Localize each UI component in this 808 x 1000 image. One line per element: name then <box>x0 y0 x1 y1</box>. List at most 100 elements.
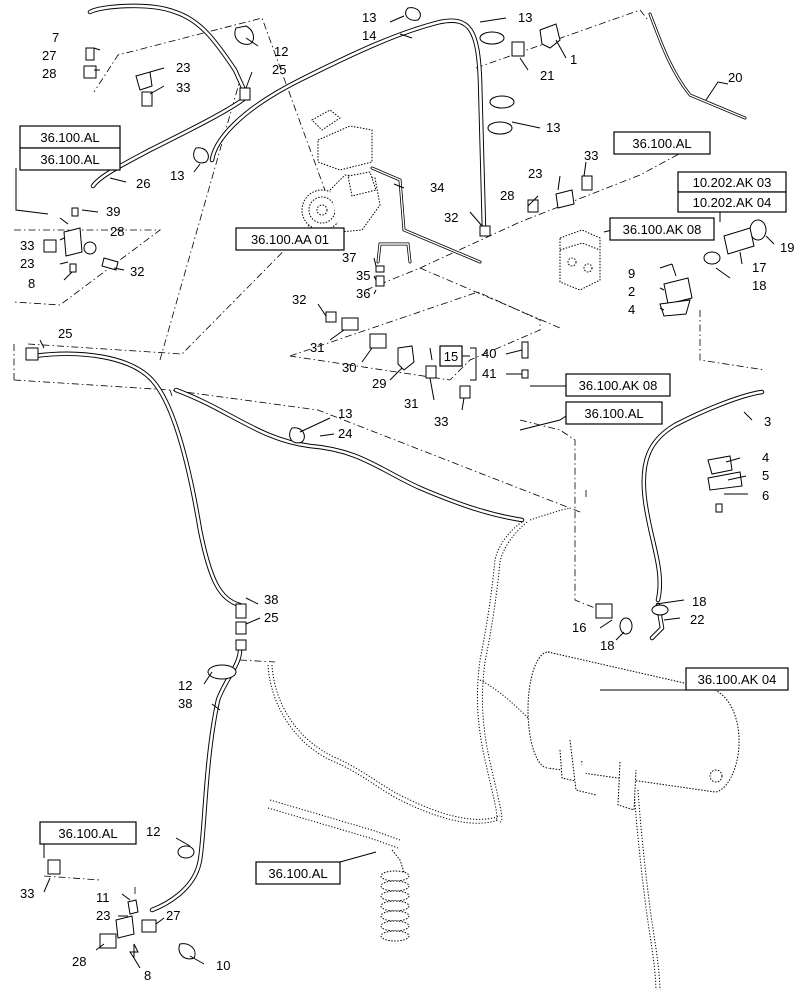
callout: 4 <box>762 450 769 465</box>
callout: 2 <box>628 284 635 299</box>
callout: 41 <box>482 366 496 381</box>
callout: 18 <box>752 278 766 293</box>
callout: 23 <box>528 166 542 181</box>
reference-box-15: 15 <box>439 345 477 381</box>
callout: 13 <box>170 168 184 183</box>
ref-label: 36.100.AK 04 <box>698 672 777 687</box>
callout: 23 <box>20 256 34 271</box>
ref-label: 36.100.AL <box>632 136 691 151</box>
callout: 8 <box>144 968 151 983</box>
callout: 12 <box>274 44 288 59</box>
callout: 20 <box>728 70 742 85</box>
ref-label: 36.100.AK 08 <box>623 222 702 237</box>
reference-box-9: 36.100.AL <box>565 401 663 425</box>
callout: 16 <box>572 620 586 635</box>
callout: 5 <box>762 468 769 483</box>
callout: 13 <box>362 10 376 25</box>
reference-box-11: 36.100.AL <box>255 861 341 885</box>
callout: 8 <box>28 276 35 291</box>
callout: 1 <box>570 52 577 67</box>
hoses <box>31 3 765 913</box>
callout: 18 <box>692 594 706 609</box>
reference-box-12: 36.100.AL <box>39 821 137 845</box>
callout: 37 <box>342 250 356 265</box>
callout: 10 <box>216 958 230 973</box>
leader-lines <box>15 15 775 969</box>
callout: 17 <box>752 260 766 275</box>
callout: 38 <box>264 592 278 607</box>
callout: 25 <box>264 610 278 625</box>
callout: 23 <box>176 60 190 75</box>
callout: 13 <box>338 406 352 421</box>
callout: 22 <box>690 612 704 627</box>
callout: 13 <box>518 10 532 25</box>
callout: 29 <box>372 376 386 391</box>
callout: 11 <box>96 890 110 905</box>
callout: 25 <box>58 326 72 341</box>
phantom-tubing <box>267 507 661 991</box>
callout: 27 <box>166 908 180 923</box>
dash-dot-boundaries <box>13 9 766 895</box>
callout: 19 <box>780 240 794 255</box>
callout: 31 <box>310 340 324 355</box>
ref-label: 36.100.AA 01 <box>251 232 329 247</box>
callout: 6 <box>762 488 769 503</box>
callout: 32 <box>130 264 144 279</box>
callout: 26 <box>136 176 150 191</box>
callout: 27 <box>42 48 56 63</box>
callout: 40 <box>482 346 496 361</box>
callout: 33 <box>176 80 190 95</box>
callout: 28 <box>500 188 514 203</box>
reference-box-7: 10.202.AK 04 <box>677 191 787 213</box>
callout: 25 <box>272 62 286 77</box>
callout: 33 <box>584 148 598 163</box>
reference-box-2: 36.100.AL <box>19 147 121 171</box>
callout: 13 <box>546 120 560 135</box>
ref-label: 36.100.AK 08 <box>579 378 658 393</box>
reference-box-5: 36.100.AK 08 <box>609 217 715 241</box>
callout-numbers: 7 27 28 23 33 12 25 13 14 13 21 1 20 13 … <box>20 10 794 983</box>
coiled-hose <box>380 849 410 942</box>
reference-box-6: 10.202.AK 03 <box>677 171 787 193</box>
callout: 33 <box>20 886 34 901</box>
air-compressor <box>301 109 381 233</box>
callout: 34 <box>430 180 444 195</box>
callout: 39 <box>106 204 120 219</box>
callout: 12 <box>146 824 160 839</box>
reference-box-10: 36.100.AK 04 <box>685 667 789 691</box>
ref-label: 36.100.AL <box>584 406 643 421</box>
callout: 30 <box>342 360 356 375</box>
callout: 7 <box>52 30 59 45</box>
callout: 32 <box>292 292 306 307</box>
callout: 28 <box>110 224 124 239</box>
valve-block <box>559 229 601 291</box>
reference-box-3: 36.100.AL <box>613 131 711 155</box>
callout: 4 <box>628 302 635 317</box>
callout: 32 <box>444 210 458 225</box>
ref-label: 36.100.AL <box>268 866 327 881</box>
callout: 14 <box>362 28 376 43</box>
callout: 28 <box>42 66 56 81</box>
callout: 28 <box>72 954 86 969</box>
callout: 3 <box>764 414 771 429</box>
ref-label: 36.100.AL <box>40 152 99 167</box>
ref-label: 36.100.AL <box>40 130 99 145</box>
callout: 12 <box>178 678 192 693</box>
reference-box-1: 36.100.AL <box>19 125 121 149</box>
callout: 9 <box>628 266 635 281</box>
callout: 36 <box>356 286 370 301</box>
ref-label: 10.202.AK 04 <box>693 195 772 210</box>
callout: 35 <box>356 268 370 283</box>
callout: 38 <box>178 696 192 711</box>
fittings <box>25 7 767 960</box>
callout: 31 <box>404 396 418 411</box>
callout: 21 <box>540 68 554 83</box>
reference-box-4: 36.100.AA 01 <box>235 227 345 251</box>
callout: 24 <box>338 426 352 441</box>
reference-box-8: 36.100.AK 08 <box>565 373 671 397</box>
ref-label: 15 <box>444 349 458 364</box>
callout: 23 <box>96 908 110 923</box>
callout: 33 <box>434 414 448 429</box>
ref-label: 36.100.AL <box>58 826 117 841</box>
